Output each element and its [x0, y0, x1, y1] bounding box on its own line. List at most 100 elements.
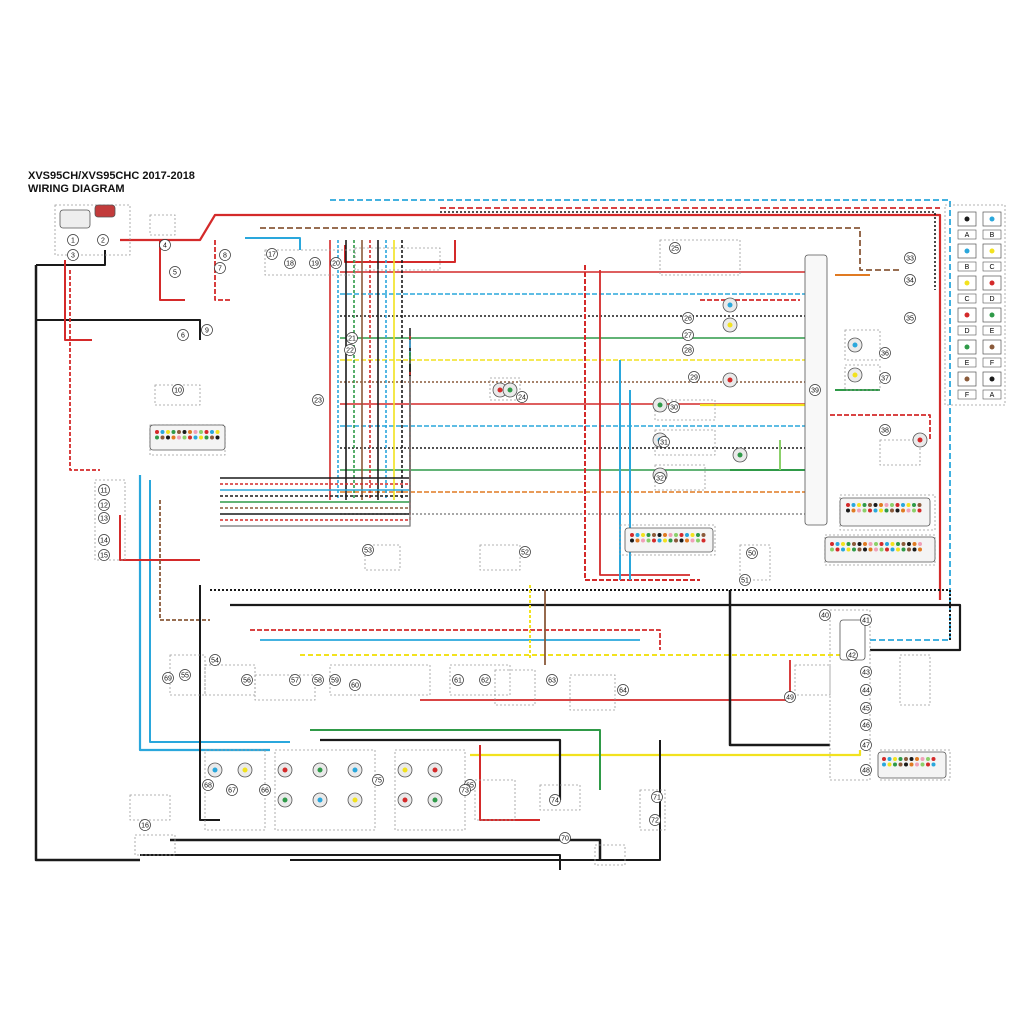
component-number-circle [860, 719, 872, 731]
component-number-circle [809, 384, 821, 396]
wire-ribbon-2 [220, 340, 411, 491]
connector-pin [846, 508, 850, 513]
connector-pin [863, 547, 867, 552]
component-box-19 [844, 329, 881, 361]
connector-pin [868, 508, 872, 513]
title-model: XVS95CH/XVS95CHC 2017-2018 [28, 170, 195, 182]
legend-label-box [957, 293, 977, 304]
component-number: 67 [228, 788, 236, 795]
connector-pin [893, 757, 897, 761]
connector-pin [215, 430, 220, 434]
wire-ribbon-5 [220, 358, 411, 509]
component-number: 53 [364, 548, 372, 555]
connector-pin [863, 542, 867, 546]
component-number: 27 [684, 333, 692, 340]
component-number-circle [739, 574, 751, 586]
legend-label: B [965, 264, 970, 271]
legend-label-box [982, 261, 1002, 272]
legend-pin [989, 344, 995, 350]
component-number: 11 [100, 488, 107, 495]
legend-label: A [990, 392, 995, 399]
connector-pin [690, 538, 695, 543]
component-number: 62 [481, 678, 489, 685]
component-number: 13 [100, 516, 108, 523]
component-number-circle [746, 547, 758, 559]
connector-pin [890, 547, 895, 552]
component-box-35 [129, 794, 171, 821]
connector-pin [882, 757, 886, 761]
connector-pin [696, 538, 700, 543]
connector-pin [901, 547, 906, 552]
component-number: 36 [881, 351, 889, 358]
connector-pin [657, 533, 662, 537]
component-box-37 [594, 844, 626, 866]
component-number-circle [682, 344, 694, 356]
connector-pin [852, 542, 856, 546]
connector-pin [873, 508, 878, 513]
wire-black-lower-2 [320, 738, 562, 800]
component-box-39 [899, 654, 931, 706]
component-number: 23 [314, 398, 322, 405]
component-number: 10 [174, 388, 182, 395]
connector-pin [160, 435, 165, 440]
component-number: 33 [906, 256, 914, 263]
component-number-circle [312, 674, 324, 686]
connector-pin [663, 533, 667, 537]
wire-black-mid [230, 603, 962, 652]
component-box-6 [154, 384, 201, 406]
component-number-circle [329, 674, 341, 686]
legend-pin [964, 344, 970, 350]
connector-pin [887, 757, 892, 761]
component-number: 28 [684, 348, 692, 355]
wire-ribbon-6 [220, 364, 411, 515]
wire-ribbon-3 [220, 346, 411, 497]
connector-pin [920, 762, 925, 767]
connector-pin [177, 430, 181, 434]
component-number-circle [67, 249, 79, 261]
component-number-circle [98, 549, 110, 561]
connector-pin [873, 503, 878, 507]
connector-pin [830, 542, 834, 546]
component-number: 72 [651, 818, 659, 825]
component-number-circle [904, 312, 916, 324]
component-number: 9 [205, 328, 209, 335]
connector-pin [685, 538, 689, 543]
connector-pin [879, 508, 883, 513]
connector-pin [630, 533, 634, 537]
wire-red-lowmid [420, 660, 791, 701]
component-box-4 [659, 239, 741, 276]
connector-pin [830, 547, 834, 552]
connector-pin [635, 538, 640, 543]
connector-pin [182, 435, 187, 440]
connector-pin [155, 435, 159, 440]
connector-pin [841, 547, 845, 552]
component-box-38 [794, 664, 831, 696]
legend-label-box [957, 261, 977, 272]
component-box-34 [639, 789, 666, 831]
component-number-circle [330, 257, 342, 269]
legend-label-box [982, 229, 1002, 240]
wire-blue-lower-1 [138, 475, 270, 752]
wire-red-fuse [159, 240, 185, 301]
connector-pin [846, 542, 851, 546]
connector-pin [862, 508, 867, 513]
connector-pin [204, 430, 209, 434]
component-number-circle [289, 674, 301, 686]
connector-pin [868, 542, 873, 546]
component-box-22 [364, 544, 401, 571]
round-connector-pin-8 [212, 767, 218, 773]
round-connector-pin-17 [352, 797, 358, 803]
connector-pin [835, 542, 840, 546]
connector-pin [904, 762, 908, 767]
component-number-circle [346, 332, 358, 344]
component-number: 41 [862, 618, 870, 625]
wire-black-dot-mid [210, 589, 951, 640]
component-number-circle [860, 739, 872, 751]
component-number-circle [654, 472, 666, 484]
connector-pin [646, 533, 651, 537]
component-number-circle [162, 672, 174, 684]
component-number: 21 [348, 336, 356, 343]
component-number: 5 [173, 270, 177, 277]
wire-brown-lower [159, 500, 210, 621]
legend-label: B [990, 232, 995, 239]
